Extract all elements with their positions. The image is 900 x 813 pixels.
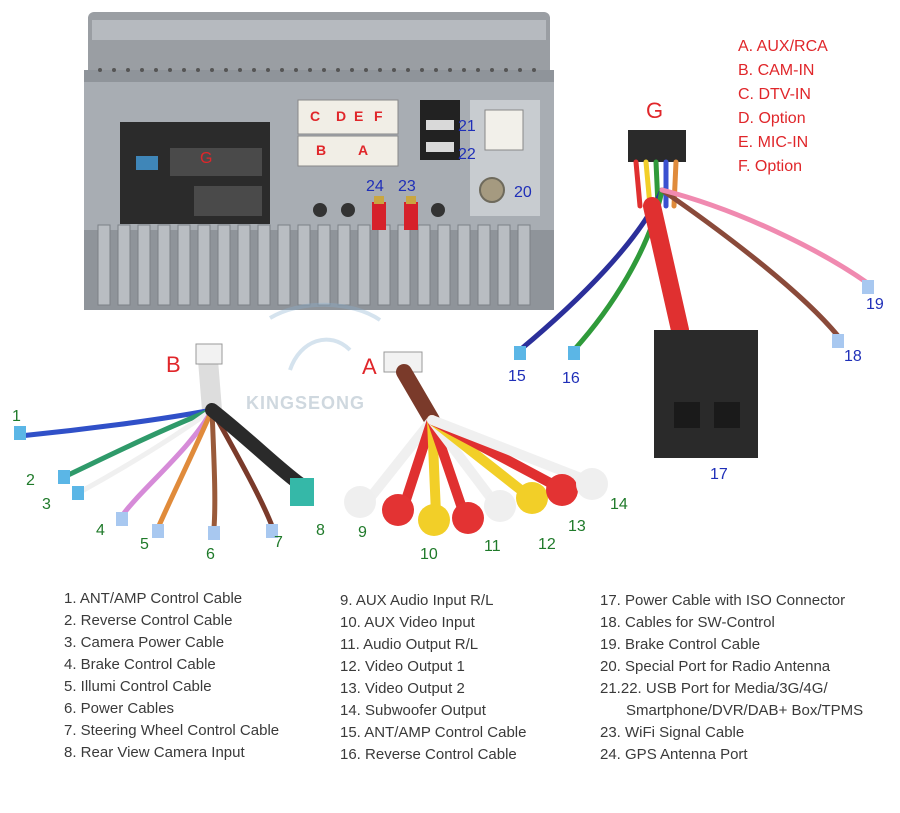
- port-d: D: [336, 108, 347, 124]
- list-item: 21.22. USB Port for Media/3G/4G/: [600, 680, 828, 697]
- cable-number-10: 10: [420, 546, 438, 563]
- label-21: 21: [458, 118, 476, 135]
- cable-list-column-2: 9. AUX Audio Input R/L 10. AUX Video Inp…: [340, 590, 526, 766]
- b-harness: [14, 343, 314, 540]
- list-item: 18. Cables for SW-Control: [600, 614, 775, 631]
- cable-number-14: 14: [610, 496, 628, 513]
- connector-letter-g: G: [646, 98, 664, 123]
- cable-number-4: 4: [96, 522, 105, 539]
- port-e: E: [354, 108, 364, 124]
- label-20: 20: [514, 184, 532, 201]
- label-22: 22: [458, 146, 476, 163]
- legend-item: D. Option: [738, 110, 806, 127]
- head-unit: [84, 12, 554, 310]
- list-item: 17. Power Cable with ISO Connector: [600, 592, 846, 609]
- legend-item: E. MIC-IN: [738, 134, 809, 151]
- legend-item: A. AUX/RCA: [738, 38, 828, 55]
- cable-number-2: 2: [26, 472, 35, 489]
- list-item: 1. ANT/AMP Control Cable: [64, 590, 243, 607]
- cable-number-5: 5: [140, 536, 149, 553]
- list-item-continued: Smartphone/DVR/DAB+ Box/TPMS: [626, 702, 864, 719]
- list-item: 14. Subwoofer Output: [340, 702, 486, 719]
- list-item: 20. Special Port for Radio Antenna: [600, 658, 831, 675]
- legend-item: C. DTV-IN: [738, 86, 811, 103]
- a-harness: [344, 351, 608, 536]
- cable-number-13: 13: [568, 518, 586, 535]
- g-harness: [514, 130, 874, 458]
- list-item: 2. Reverse Control Cable: [64, 612, 233, 629]
- watermark-logo: [268, 302, 382, 371]
- legend-item: B. CAM-IN: [738, 62, 815, 79]
- cable-number-1: 1: [12, 408, 21, 425]
- port-a: A: [358, 142, 369, 158]
- port-c: C: [310, 108, 321, 124]
- list-item: 11. Audio Output R/L: [340, 636, 479, 653]
- cable-number-11: 11: [484, 538, 501, 555]
- port-b: B: [316, 142, 327, 158]
- list-item: 4. Brake Control Cable: [64, 656, 216, 673]
- port-f: F: [374, 108, 383, 124]
- list-item: 3. Camera Power Cable: [64, 634, 225, 651]
- list-item: 8. Rear View Camera Input: [64, 744, 245, 761]
- list-item: 24. GPS Antenna Port: [600, 746, 748, 763]
- legend-item: F. Option: [738, 158, 803, 175]
- head-unit-g-port: G: [200, 150, 213, 167]
- list-item: 13. Video Output 2: [340, 680, 465, 697]
- list-item: 15. ANT/AMP Control Cable: [340, 724, 527, 741]
- cable-list-column-3: 17. Power Cable with ISO Connector 18. C…: [600, 590, 863, 766]
- list-item: 10. AUX Video Input: [340, 614, 475, 631]
- cable-number-7: 7: [274, 534, 283, 551]
- list-item: 7. Steering Wheel Control Cable: [64, 722, 280, 739]
- cable-number-6: 6: [206, 546, 215, 563]
- list-item: 16. Reverse Control Cable: [340, 746, 517, 763]
- list-item: 19. Brake Control Cable: [600, 636, 761, 653]
- cable-number-19: 19: [866, 296, 884, 313]
- watermark-text: KINGSEONG: [246, 393, 366, 413]
- label-24: 24: [366, 178, 384, 195]
- connector-letter-b: B: [166, 352, 181, 377]
- list-item: 12. Video Output 1: [340, 658, 465, 675]
- cable-number-17: 17: [710, 466, 728, 483]
- list-item: 5. Illumi Control Cable: [64, 678, 212, 695]
- cable-number-9: 9: [358, 524, 367, 541]
- connector-letter-a: A: [362, 354, 377, 379]
- cable-number-12: 12: [538, 536, 556, 553]
- cable-number-15: 15: [508, 368, 526, 385]
- list-item: 9. AUX Audio Input R/L: [340, 592, 494, 609]
- list-item: 6. Power Cables: [64, 700, 175, 717]
- cable-number-18: 18: [844, 348, 862, 365]
- list-item: 23. WiFi Signal Cable: [600, 724, 745, 741]
- label-23: 23: [398, 178, 416, 195]
- cable-number-8: 8: [316, 522, 325, 539]
- cable-number-3: 3: [42, 496, 51, 513]
- cable-list-column-1: 1. ANT/AMP Control Cable 2. Reverse Cont…: [64, 588, 279, 764]
- cable-number-16: 16: [562, 370, 580, 387]
